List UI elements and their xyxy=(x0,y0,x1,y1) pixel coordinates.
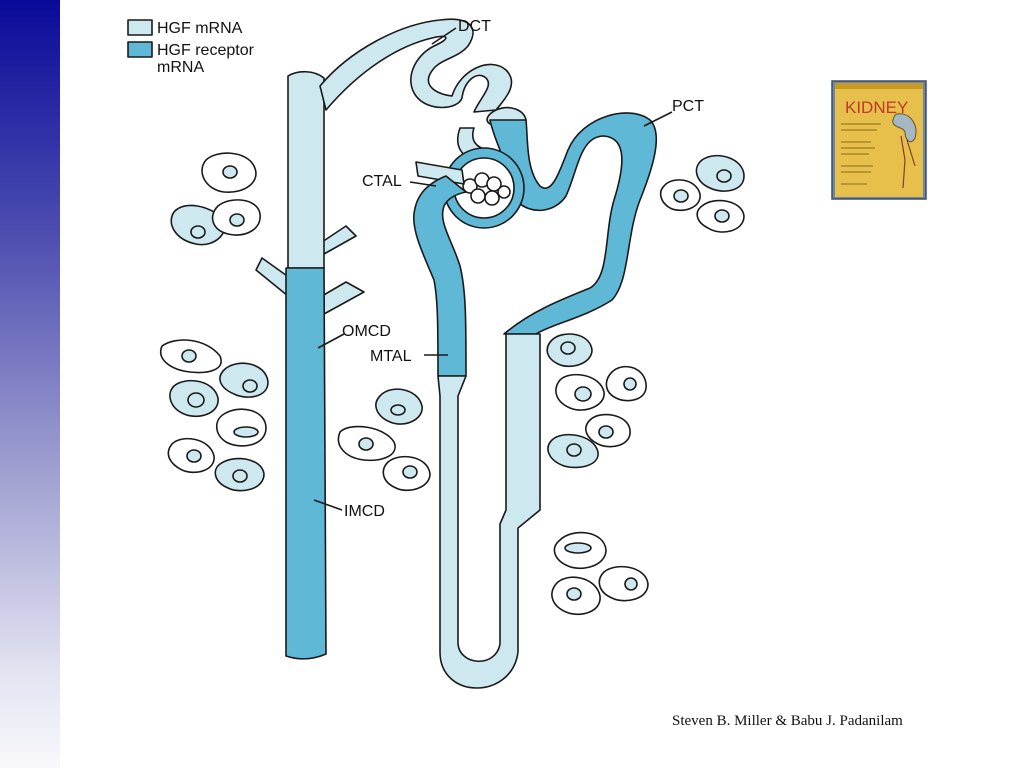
cell xyxy=(169,379,219,418)
cell xyxy=(546,333,593,368)
thin-limbs xyxy=(437,333,541,689)
cell xyxy=(585,413,631,448)
cell xyxy=(375,388,423,425)
cell xyxy=(219,362,269,398)
dct-leader xyxy=(431,27,457,45)
cell xyxy=(553,531,607,570)
branch-stub xyxy=(321,225,357,255)
book-title: KIDNEY xyxy=(845,98,908,117)
label-omcd: OMCD xyxy=(342,323,391,340)
cell xyxy=(695,154,745,192)
cell xyxy=(201,152,257,193)
label-imcd: IMCD xyxy=(344,503,385,520)
label-mtal: MTAL xyxy=(370,348,412,365)
kidney-book-cover: KIDNEY xyxy=(831,80,927,200)
legend-label-hgf-receptor-line1: HGF receptor xyxy=(157,42,255,59)
cell xyxy=(382,455,431,492)
ctal-stub xyxy=(415,161,465,185)
cortical-collecting-duct xyxy=(287,70,325,269)
branch-stub xyxy=(255,257,291,297)
cell xyxy=(159,339,222,374)
label-ctal: CTAL xyxy=(362,173,402,190)
legend-swatch-hgf-mrna xyxy=(127,19,153,36)
cell xyxy=(211,199,261,236)
label-pct: PCT xyxy=(672,98,704,115)
cell xyxy=(214,457,265,492)
legend-swatch-hgf-receptor-mrna xyxy=(127,41,153,58)
cell xyxy=(547,433,599,469)
cell xyxy=(170,204,226,246)
kidney-illustration xyxy=(892,113,917,189)
imcd-leader xyxy=(313,499,343,511)
legend-label-hgf-mrna: HGF mRNA xyxy=(157,20,243,37)
proximal-convoluted-tubule xyxy=(489,112,658,335)
cell xyxy=(167,437,215,474)
legend-label-hgf-receptor-line2: mRNA xyxy=(157,59,204,76)
cell xyxy=(605,365,647,402)
interstitial-cells xyxy=(159,152,745,616)
omcd-leader xyxy=(317,333,345,349)
ctal-leader xyxy=(409,181,437,187)
cell xyxy=(659,179,701,212)
pct-leader xyxy=(643,111,673,127)
cortical-nephron xyxy=(415,106,658,335)
glomerular-tuft xyxy=(462,172,511,206)
cell xyxy=(551,576,601,616)
cell xyxy=(696,199,745,233)
collecting-duct xyxy=(255,18,513,660)
cell xyxy=(215,408,267,447)
slide-credit: Steven B. Miller & Babu J. Padanilam xyxy=(672,713,903,729)
cell xyxy=(598,565,649,602)
label-dct: DCT xyxy=(458,18,491,35)
label-leaders xyxy=(313,27,673,511)
loop-of-henle xyxy=(413,175,541,689)
medullary-collecting-duct xyxy=(285,267,327,660)
legend xyxy=(127,19,153,58)
cell xyxy=(555,373,605,411)
branch-stub xyxy=(321,281,365,315)
slide-side-gradient-bar xyxy=(0,0,60,768)
cell xyxy=(337,425,396,462)
